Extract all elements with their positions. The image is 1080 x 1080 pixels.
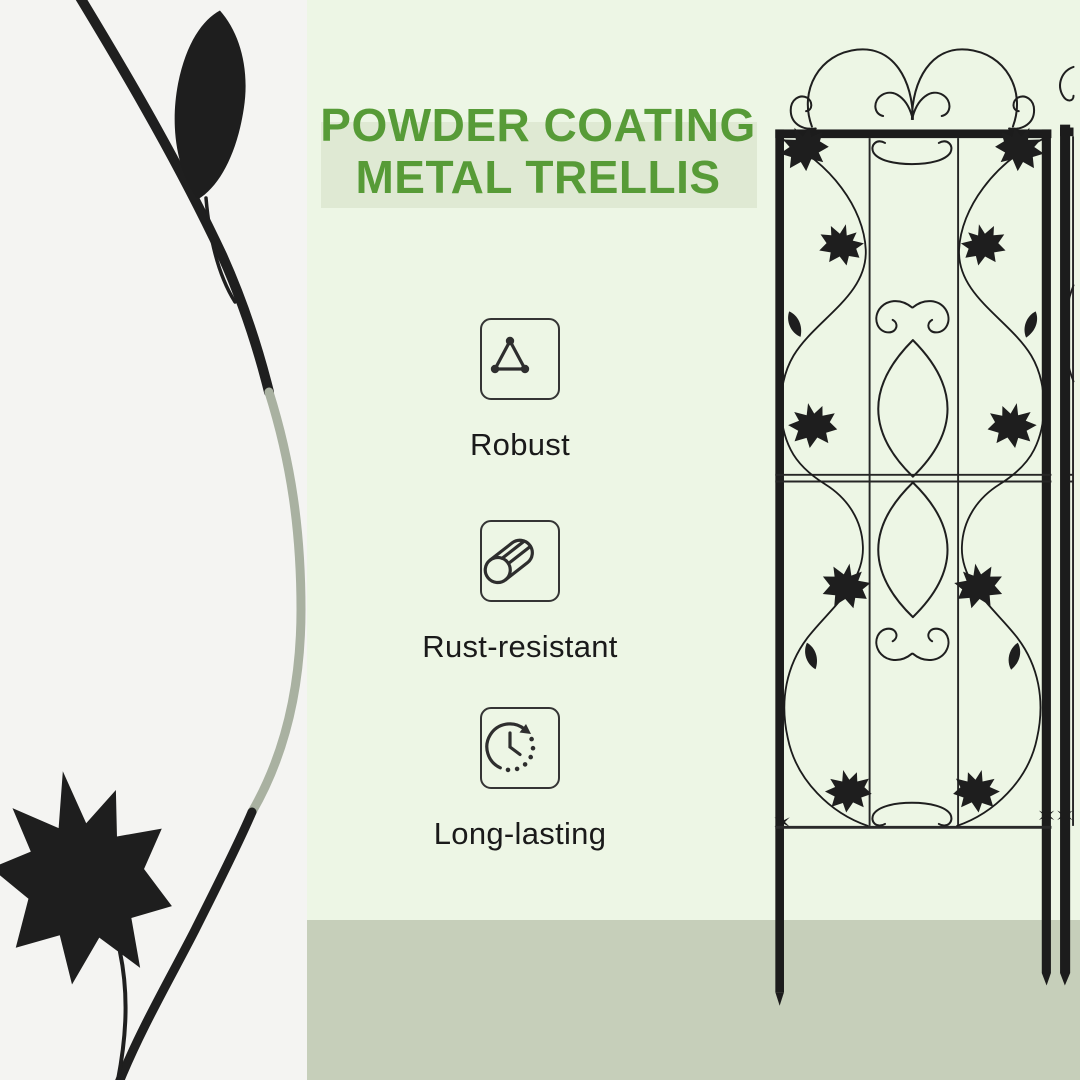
maple-leaf-stem [115, 950, 128, 1080]
rust-resistant-icon-box [480, 520, 560, 602]
vine-stem-grey [247, 387, 306, 817]
trellis-top-scrolls [789, 48, 1036, 130]
trellis-leaves [779, 127, 1044, 813]
triangle-icon [490, 336, 530, 374]
floor-strip [307, 920, 1080, 1080]
cylinder-icon [483, 538, 534, 585]
trellis-center-ornaments [871, 140, 953, 827]
long-lasting-icon-box [480, 707, 560, 789]
trellis-leg-crosses [774, 810, 1073, 827]
trellis-frame [775, 129, 1052, 1006]
feature-label: Long-lasting [433, 816, 607, 851]
feature-long-lasting: Long-lasting [360, 707, 680, 852]
maple-leaf [0, 771, 172, 985]
pointed-leaf-stem [204, 196, 237, 304]
feature-label: Robust [469, 427, 571, 462]
feature-robust: Robust [360, 318, 680, 463]
second-trellis-partial [1059, 65, 1075, 986]
title-line-1: POWDER COATING [320, 99, 756, 151]
left-art-panel [0, 0, 307, 1080]
trellis-side-vines [780, 138, 1045, 827]
pointed-leaf [174, 10, 246, 200]
trellis-illustration [774, 48, 1075, 1006]
title-highlight-band [321, 122, 757, 208]
robust-icon-box [480, 318, 560, 400]
clock-icon [485, 722, 536, 773]
feature-label: Rust-resistant [422, 629, 618, 664]
feature-rust-resistant: Rust-resistant [360, 520, 680, 665]
vine-illustration [0, 0, 306, 1080]
vine-stem-bottom [115, 807, 257, 1080]
title-line-2: METAL TRELLIS [355, 151, 721, 203]
